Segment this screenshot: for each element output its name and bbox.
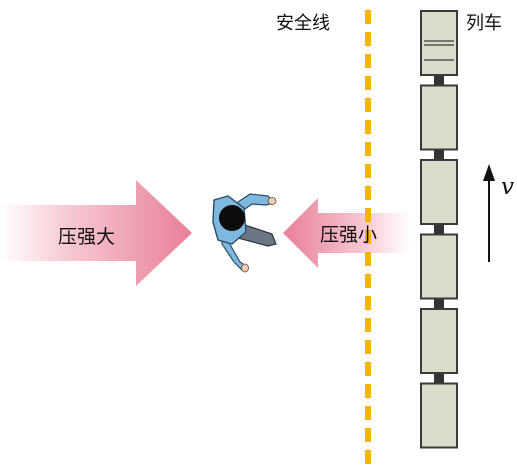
train-coupler <box>434 371 444 386</box>
high-pressure-label: 压强大 <box>58 226 116 248</box>
person <box>212 193 277 273</box>
train-coupler <box>434 73 444 88</box>
train-car <box>420 10 458 76</box>
low-pressure-label: 压强小 <box>320 224 378 246</box>
high-pressure-arrow <box>0 180 192 286</box>
train <box>420 10 458 449</box>
train-car <box>420 84 458 151</box>
train-car <box>420 382 458 449</box>
velocity-arrow <box>483 164 495 262</box>
velocity-label: v <box>501 174 514 200</box>
train-car <box>420 159 458 225</box>
train-car <box>420 308 458 374</box>
train-label: 列车 <box>466 13 502 34</box>
train-couplers <box>434 73 444 386</box>
train-coupler <box>434 147 444 162</box>
low-pressure-arrow <box>283 198 410 268</box>
train-coupler <box>434 222 444 237</box>
train-coupler <box>434 296 444 311</box>
train-car <box>420 233 458 300</box>
safety-line-label: 安全线 <box>276 13 330 34</box>
front-car-window <box>424 40 454 61</box>
